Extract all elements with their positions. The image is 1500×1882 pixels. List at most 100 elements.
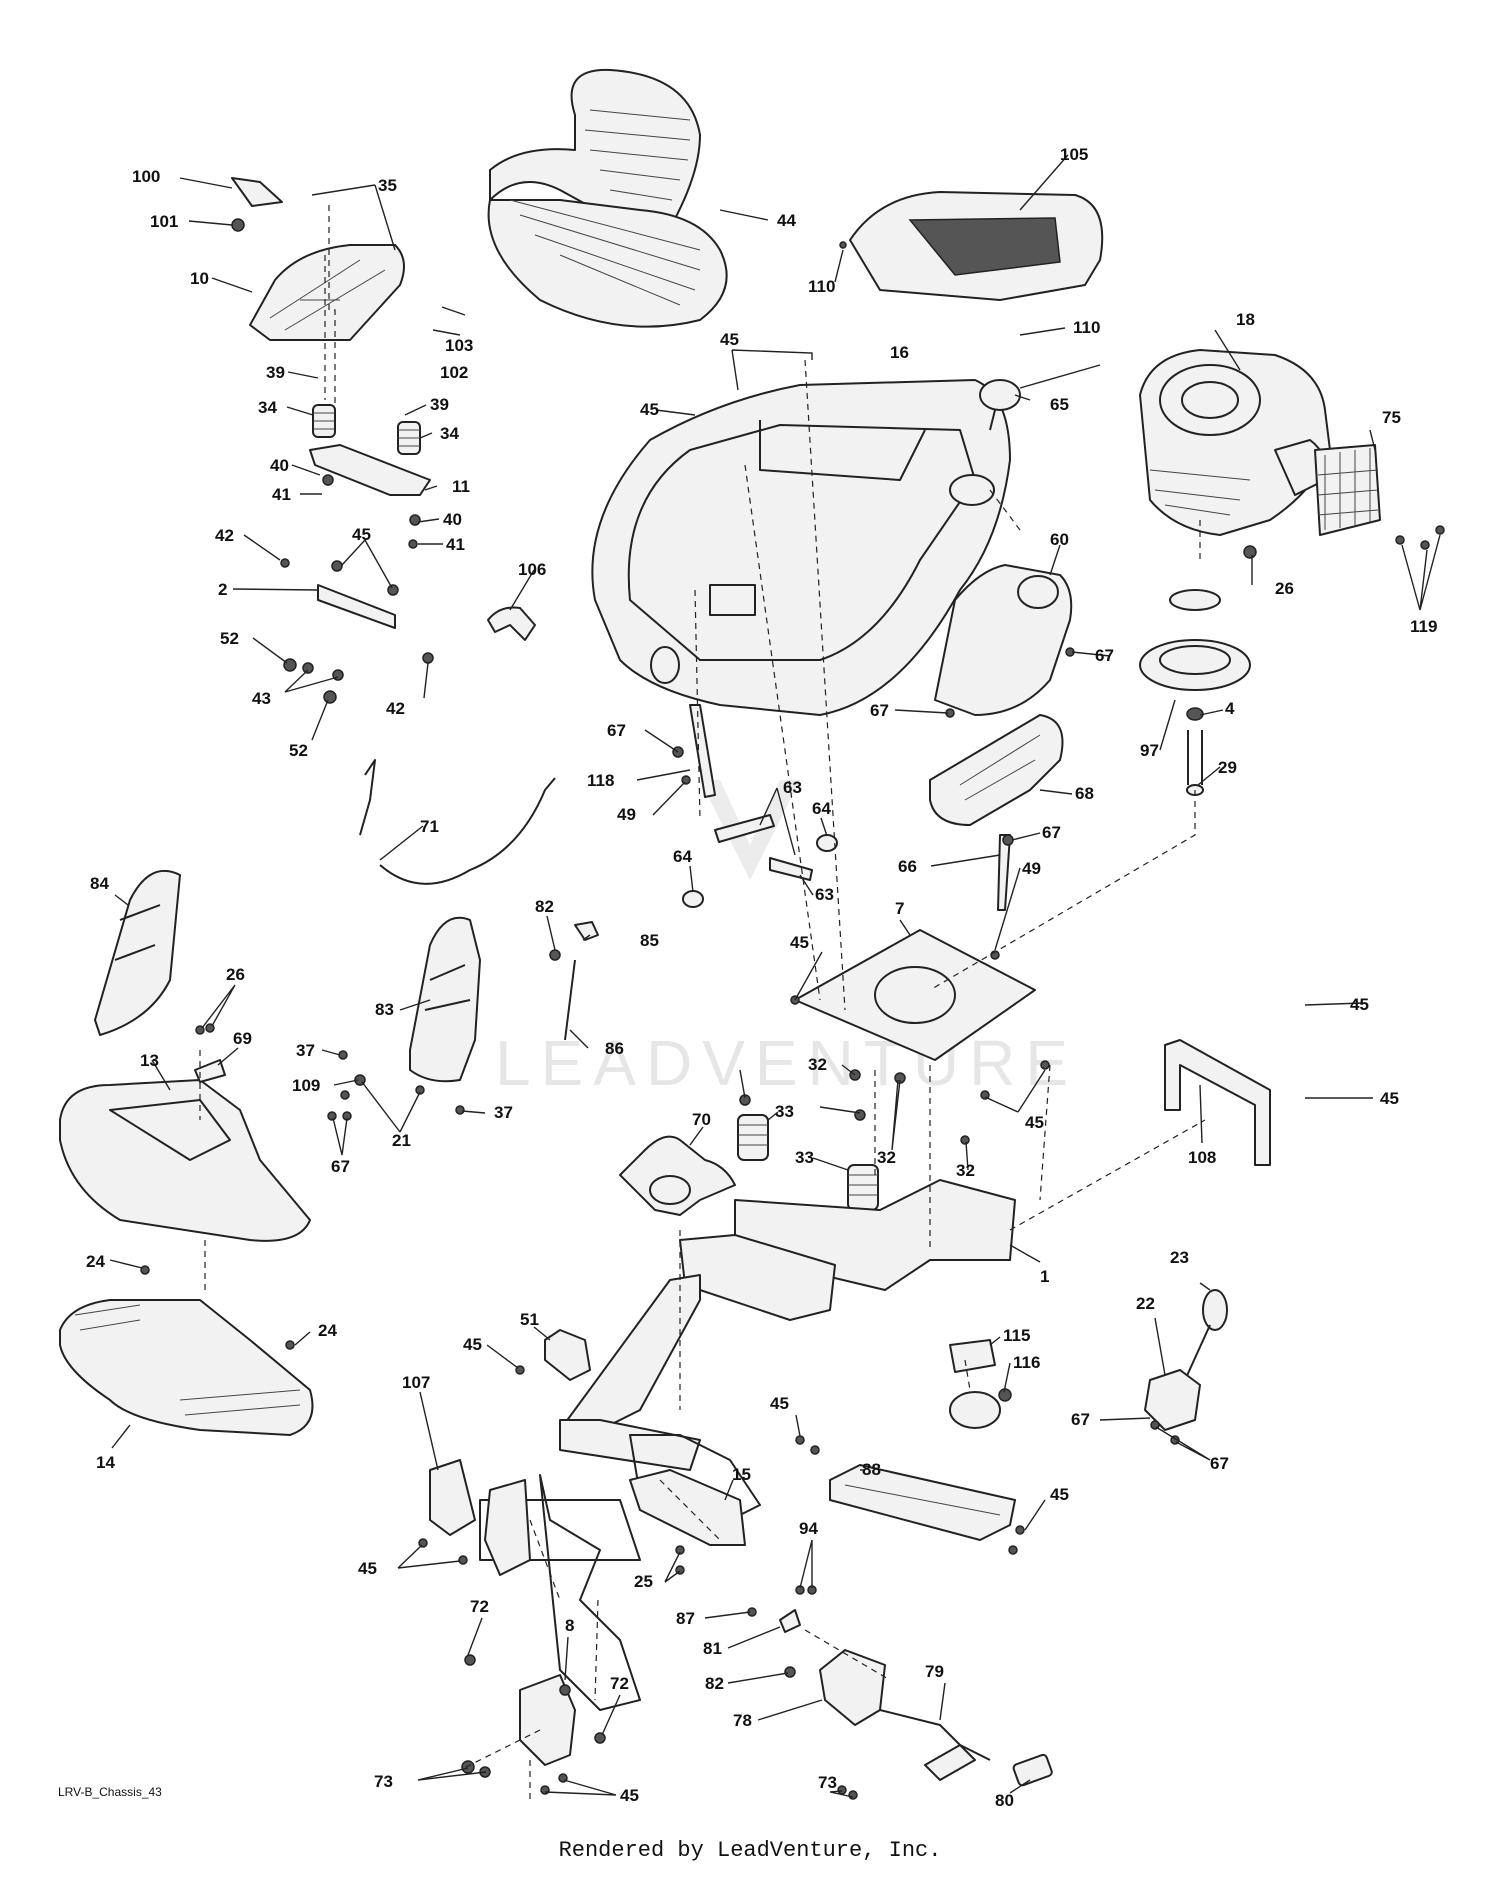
seat-plate[interactable]	[231, 177, 405, 341]
callout-72a: 72	[470, 1597, 489, 1616]
fuel-cap[interactable]	[979, 379, 1021, 431]
callout-106: 106	[518, 560, 546, 579]
callout-100: 100	[132, 167, 160, 186]
render-credit: Rendered by LeadVenture, Inc.	[558, 1838, 942, 1863]
callout-13: 13	[140, 1051, 159, 1070]
callout-14: 14	[96, 1453, 115, 1472]
watermark-logo	[700, 780, 800, 880]
engine[interactable]	[1139, 349, 1331, 559]
callout-43: 43	[252, 689, 271, 708]
callout-64b: 64	[673, 847, 692, 866]
bracket-68[interactable]	[929, 714, 1064, 826]
frame-1[interactable]	[479, 1179, 1016, 1711]
bracket-107[interactable]	[418, 1459, 531, 1576]
fender-cover[interactable]	[839, 191, 1104, 301]
callout-71: 71	[420, 817, 439, 836]
callout-44: 44	[777, 211, 796, 230]
callout-68: 68	[1075, 784, 1094, 803]
callout-42b: 42	[386, 699, 405, 718]
callout-2: 2	[218, 580, 227, 599]
callout-67a: 67	[1095, 646, 1114, 665]
rod-86[interactable]	[549, 921, 599, 1041]
callout-45d: 45	[790, 933, 809, 952]
axle-15[interactable]	[629, 1469, 746, 1575]
callout-18: 18	[1236, 310, 1255, 329]
callout-25: 25	[634, 1572, 653, 1591]
callout-45f: 45	[1380, 1089, 1399, 1108]
callout-45i: 45	[358, 1559, 377, 1578]
callout-67b: 67	[870, 701, 889, 720]
bracket-51[interactable]	[515, 1329, 591, 1381]
springs-33[interactable]	[737, 1094, 879, 1211]
seat[interactable]	[487, 68, 728, 328]
body-fender[interactable]	[591, 379, 1011, 716]
pedal-support-83[interactable]	[327, 916, 481, 1121]
callout-102: 102	[440, 363, 468, 382]
callout-52a: 52	[220, 629, 239, 648]
callout-86: 86	[605, 1039, 624, 1058]
callout-45h: 45	[463, 1335, 482, 1354]
callout-72b: 72	[610, 1674, 629, 1693]
footrest-88[interactable]	[795, 1435, 1025, 1555]
callout-26a: 26	[1275, 579, 1294, 598]
callout-45b: 45	[720, 330, 739, 349]
callout-87: 87	[676, 1609, 695, 1628]
lift-link-118[interactable]	[672, 704, 716, 798]
callout-15: 15	[732, 1465, 751, 1484]
seat-bracket[interactable]	[280, 558, 434, 704]
callout-109: 109	[292, 1076, 320, 1095]
callout-24a: 24	[86, 1252, 105, 1271]
callout-37b: 37	[494, 1103, 513, 1122]
alignment-lines	[199, 205, 1206, 1800]
callout-33a: 33	[775, 1102, 794, 1121]
link-66[interactable]	[990, 834, 1014, 960]
callout-67d: 67	[1042, 823, 1061, 842]
hood-14[interactable]	[59, 1265, 314, 1436]
callout-82a: 82	[535, 897, 554, 916]
pins-63[interactable]	[682, 814, 838, 908]
solenoid-116[interactable]	[949, 1339, 1012, 1429]
callout-41a: 41	[272, 485, 291, 504]
hood-13[interactable]	[59, 1023, 311, 1242]
brake-pedal-assembly[interactable]	[747, 1585, 1053, 1800]
callout-21: 21	[392, 1131, 411, 1150]
callout-7: 7	[895, 899, 904, 918]
callout-45e: 45	[1350, 995, 1369, 1014]
callout-84: 84	[90, 874, 109, 893]
callout-45l: 45	[620, 1786, 639, 1805]
callout-45j: 45	[770, 1394, 789, 1413]
callout-66: 66	[898, 857, 917, 876]
air-filter-guard[interactable]	[1314, 444, 1445, 550]
console-84[interactable]	[94, 870, 181, 1036]
callout-34b: 34	[440, 424, 459, 443]
bracket-8[interactable]	[461, 1654, 606, 1795]
callout-108: 108	[1188, 1148, 1216, 1167]
callout-10: 10	[190, 269, 209, 288]
callout-67g: 67	[1210, 1454, 1229, 1473]
callout-67f: 67	[1071, 1410, 1090, 1429]
callout-4: 4	[1225, 699, 1235, 718]
watermark-text: LEADVENTURE	[495, 1027, 1078, 1099]
mount-70[interactable]	[619, 1135, 736, 1216]
callout-116: 116	[1013, 1353, 1040, 1372]
callout-23: 23	[1170, 1248, 1189, 1267]
callout-107: 107	[402, 1373, 430, 1392]
diagram-code: LRV-B_Chassis_43	[58, 1785, 162, 1799]
callout-32b: 32	[877, 1148, 896, 1167]
seat-springs[interactable]	[309, 404, 431, 549]
callout-52b: 52	[289, 741, 308, 760]
cable-71[interactable]	[359, 759, 556, 885]
shift-lever-23[interactable]	[1144, 1289, 1228, 1445]
callout-115: 115	[1003, 1326, 1030, 1345]
engine-plate-7[interactable]	[790, 929, 1050, 1145]
callout-103: 103	[445, 336, 473, 355]
callout-41b: 41	[446, 535, 465, 554]
callout-11: 11	[452, 477, 470, 496]
callout-110b: 110	[1073, 318, 1100, 337]
fuel-tank[interactable]	[934, 564, 1075, 718]
callout-88: 88	[862, 1460, 881, 1479]
engine-pulley[interactable]	[1139, 589, 1251, 796]
bracket-108[interactable]	[1164, 1039, 1271, 1166]
callout-49a: 49	[617, 805, 636, 824]
pedal-bracket-106[interactable]	[487, 606, 536, 641]
